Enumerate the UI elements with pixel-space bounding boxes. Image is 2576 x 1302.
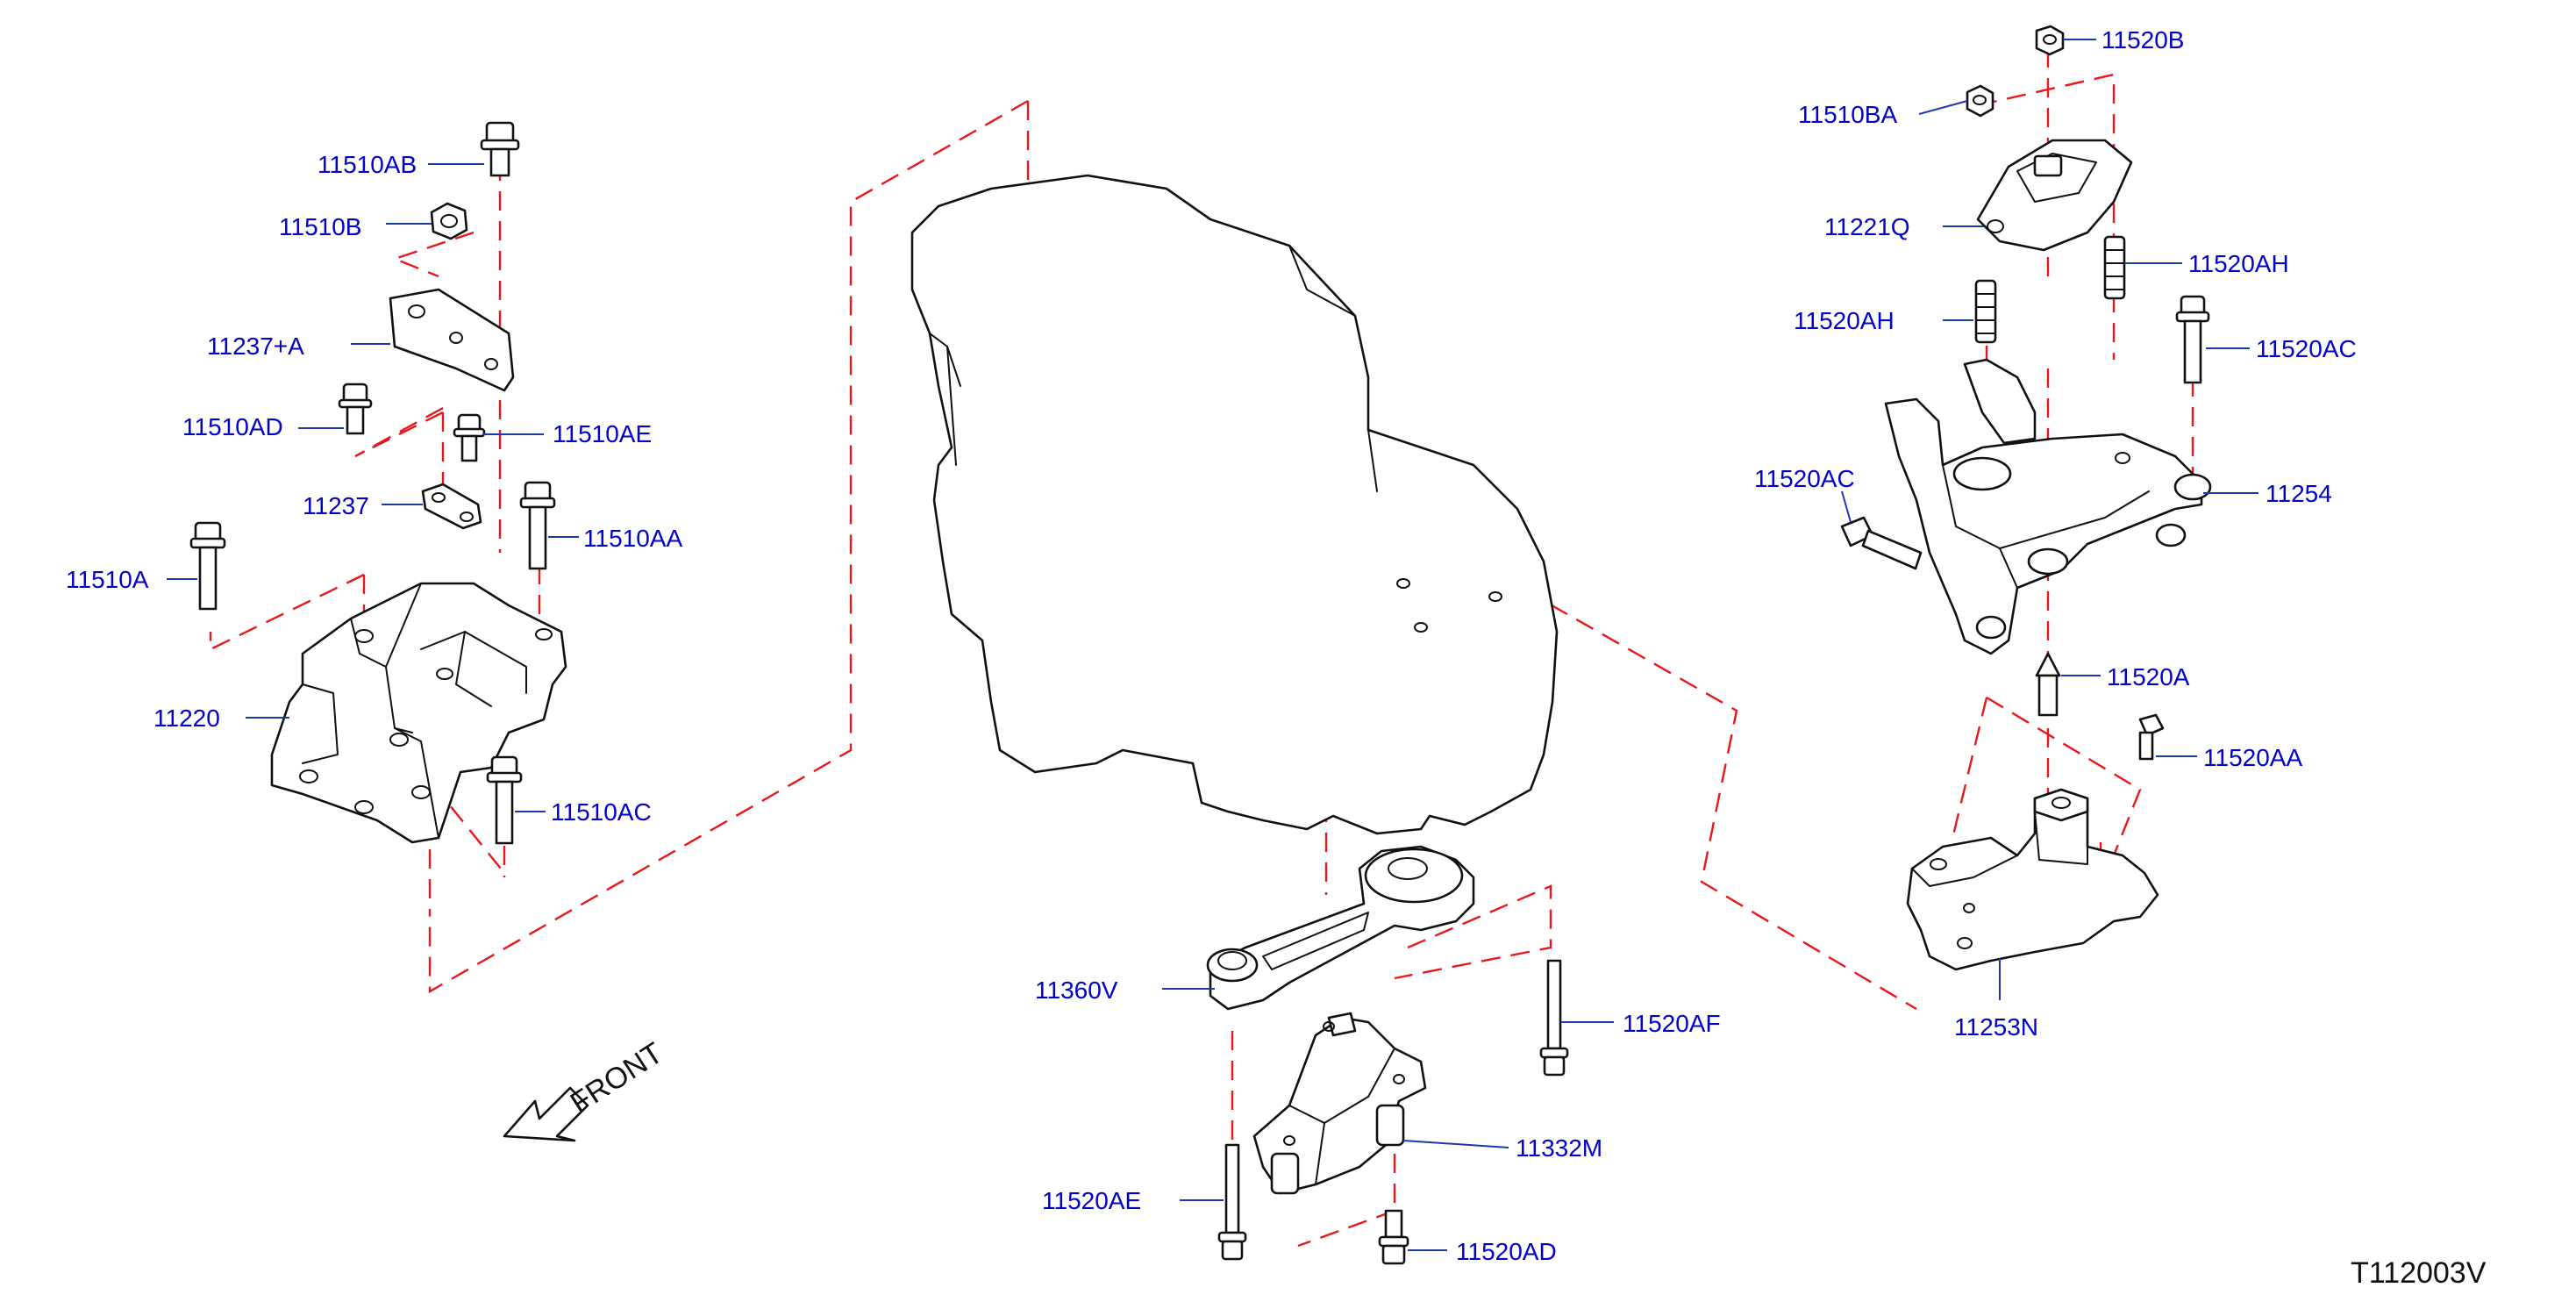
nut-11510B-icon [430, 202, 468, 240]
label-11520AE: 11520AE [1042, 1187, 1141, 1214]
diagram-reference-code: T112003V [2351, 1256, 2487, 1290]
bracket-11237A-icon [389, 288, 515, 392]
torque-rod-11360V-icon [1206, 845, 1475, 1011]
bolt-11520AD-icon [1378, 1209, 1409, 1265]
bolt-11520AE-icon [1217, 1143, 1247, 1261]
label-11520A: 11520A [2107, 663, 2190, 690]
label-11221Q: 11221Q [1824, 213, 1910, 240]
bolt-11510A-icon [189, 521, 226, 611]
stud-11520AH-right-icon [2103, 235, 2126, 300]
label-11237: 11237 [303, 492, 369, 519]
label-11360V: 11360V [1035, 976, 1118, 1004]
leader-lines [167, 39, 2258, 1251]
bolt-11510AD-icon [338, 383, 373, 435]
bolt-11520A-icon [2035, 652, 2061, 717]
bracket-11332M-icon [1252, 1012, 1427, 1195]
label-11520B: 11520B [2101, 26, 2184, 54]
label-11520AH-left: 11520AH [1794, 307, 1895, 334]
label-11510AA: 11510AA [583, 525, 682, 552]
stud-11520AH-left-icon [1974, 279, 1997, 344]
bracket-11254-icon [1884, 358, 2212, 655]
bolt-11520AA-icon [2138, 713, 2165, 761]
label-11510BA: 11510BA [1798, 101, 1897, 128]
label-11237A: 11237+A [207, 333, 304, 360]
bolt-11520AC-left-icon [1840, 516, 1923, 570]
bolt-11520AF-icon [1539, 959, 1569, 1077]
label-11520AF: 11520AF [1623, 1010, 1721, 1037]
front-label: FRONT [565, 1036, 669, 1120]
engine-block-icon [910, 174, 1559, 835]
bolt-11510AA-icon [519, 481, 556, 570]
label-11254: 11254 [2266, 480, 2332, 507]
label-11510B: 11510B [279, 213, 361, 240]
bolt-11510AC-icon [486, 755, 523, 845]
nut-11520B-icon [2035, 25, 2065, 56]
label-11510A: 11510A [66, 566, 149, 593]
bolt-11520AC-right-icon [2175, 295, 2210, 384]
bolt-11510AE-icon [453, 413, 486, 462]
label-11520AA: 11520AA [2203, 744, 2302, 771]
label-11220: 11220 [153, 705, 220, 732]
plate-11237-icon [421, 483, 482, 530]
label-11520AH-right: 11520AH [2188, 250, 2289, 277]
bolt-11510AB-icon [480, 121, 520, 177]
mount-11221Q-icon [1976, 139, 2133, 252]
part-labels: 11510AB 11510B 11237+A 11510AD 11510AE 1… [66, 26, 2357, 1265]
label-11510AB: 11510AB [318, 151, 417, 178]
label-11520AC-left: 11520AC [1754, 465, 1855, 492]
mount-11220-icon [270, 582, 567, 844]
nut-11510BA-icon [1966, 84, 1994, 118]
mount-11253N-icon [1906, 788, 2159, 971]
label-11510AC: 11510AC [551, 798, 652, 826]
label-11253N: 11253N [1954, 1013, 2038, 1041]
label-11510AE: 11510AE [553, 420, 652, 447]
label-11520AC-right: 11520AC [2256, 335, 2357, 362]
label-11332M: 11332M [1516, 1134, 1602, 1162]
front-arrow-icon [503, 1086, 589, 1142]
label-11520AD: 11520AD [1456, 1238, 1557, 1265]
label-11510AD: 11510AD [182, 413, 283, 440]
